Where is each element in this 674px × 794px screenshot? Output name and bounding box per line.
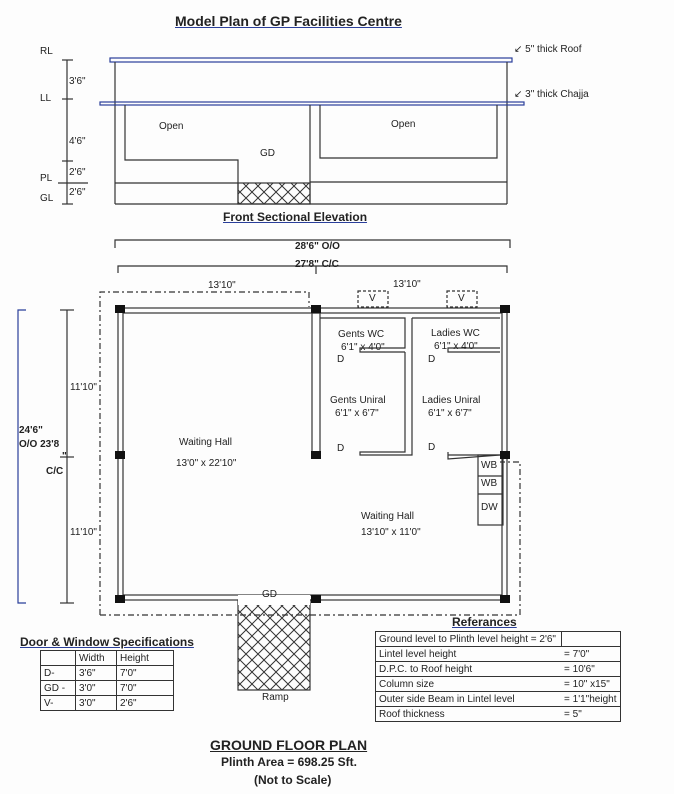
gents-urinal-size: 6'1" x 6'7" xyxy=(335,408,379,419)
dim-4-6: 4'6" xyxy=(69,136,86,147)
gents-wc-label: Gents WC xyxy=(338,329,385,340)
ramp-label: Ramp xyxy=(262,692,289,703)
floor-plan-drawing xyxy=(17,239,521,691)
ladies-urinal-label: Ladies Uniral xyxy=(422,395,481,406)
wash-basin-2: WB xyxy=(481,478,498,489)
page-title: Model Plan of GP Facilities Centre xyxy=(175,13,402,29)
ladies-urinal-size: 6'1" x 6'7" xyxy=(428,408,472,419)
dim-side-2: O/O 23'8 xyxy=(19,439,60,450)
hall2-label: Waiting Hall xyxy=(361,511,414,522)
hall1-size: 13'0" x 22'10" xyxy=(176,458,237,469)
wash-basin-1: WB xyxy=(481,460,498,471)
dim-left: 13'10" xyxy=(208,280,236,291)
level-rl: RL xyxy=(40,46,53,57)
table-row: Ground level to Plinth level height = 2'… xyxy=(375,631,622,647)
dim-side-1: 24'6" xyxy=(19,425,43,436)
chajja-note: ↙ 3" thick Chajja xyxy=(514,89,589,100)
level-pl: PL xyxy=(40,173,53,184)
dim-2-6-a: 2'6" xyxy=(69,167,86,178)
elevation-title: Front Sectional Elevation xyxy=(223,210,368,224)
columns xyxy=(115,305,510,603)
drinking-water: DW xyxy=(481,502,498,513)
dim-side-4: C/C xyxy=(46,466,64,477)
references-title: Referances xyxy=(452,615,517,629)
ladies-wc-label: Ladies WC xyxy=(431,328,480,339)
door-gents-urinal: D xyxy=(337,443,345,454)
dim-right: 13'10" xyxy=(393,279,421,290)
plan-gd: GD xyxy=(262,589,277,600)
hall2-size: 13'10" x 11'0" xyxy=(361,527,421,538)
window-v1: V xyxy=(369,293,376,304)
table-row: Column size= 10" x15" xyxy=(375,676,622,692)
dim-3-6: 3'6" xyxy=(69,76,86,87)
level-gl: GL xyxy=(40,193,54,204)
table-row: Outer side Beam in Lintel level= 1'1"hei… xyxy=(375,691,622,707)
door-ladies-urinal: D xyxy=(428,442,436,453)
ground-floor-title: GROUND FLOOR PLAN xyxy=(210,737,368,753)
door-gents-wc: D xyxy=(337,354,345,365)
hall1-label: Waiting Hall xyxy=(179,437,232,448)
gents-wc-size: 6'1" x 4'0" xyxy=(341,342,385,353)
open-right: Open xyxy=(391,119,416,130)
plinth-area: Plinth Area = 698.25 Sft. xyxy=(221,755,357,769)
dim-v2: 11'10" xyxy=(70,527,97,538)
references-table: Ground level to Plinth level height = 2'… xyxy=(375,631,622,722)
elevation-gd: GD xyxy=(260,148,275,159)
elevation-drawing xyxy=(58,57,525,205)
dim-2-6-b: 2'6" xyxy=(69,187,86,198)
table-row: Roof thickness= 5" xyxy=(375,706,622,722)
door-ladies-wc: D xyxy=(428,354,436,365)
dim-v1: 11'10" xyxy=(70,382,97,393)
dim-side-3: " xyxy=(62,451,67,462)
level-ll: LL xyxy=(40,93,52,104)
table-row: GD -3'0"7'0" xyxy=(40,680,174,696)
open-left: Open xyxy=(159,121,184,132)
roof-note: ↙ 5" thick Roof xyxy=(514,44,582,55)
gents-urinal-label: Gents Uniral xyxy=(330,395,386,406)
scale-note: (Not to Scale) xyxy=(254,773,332,787)
table-row: D.P.C. to Roof height= 10'6" xyxy=(375,661,622,677)
dim-cc: 27'8" C/C xyxy=(295,259,339,270)
table-row: D-3'6"7'0" xyxy=(40,665,174,681)
window-v2: V xyxy=(458,293,465,304)
ladies-wc-size: 6'1" x 4'0" xyxy=(434,341,478,352)
specs-title: Door & Window Specifications xyxy=(20,635,194,649)
table-row: Lintel level height= 7'0" xyxy=(375,646,622,662)
dim-oo: 28'6" O/O xyxy=(295,241,340,252)
table-row: V-3'0"2'6" xyxy=(40,695,174,711)
